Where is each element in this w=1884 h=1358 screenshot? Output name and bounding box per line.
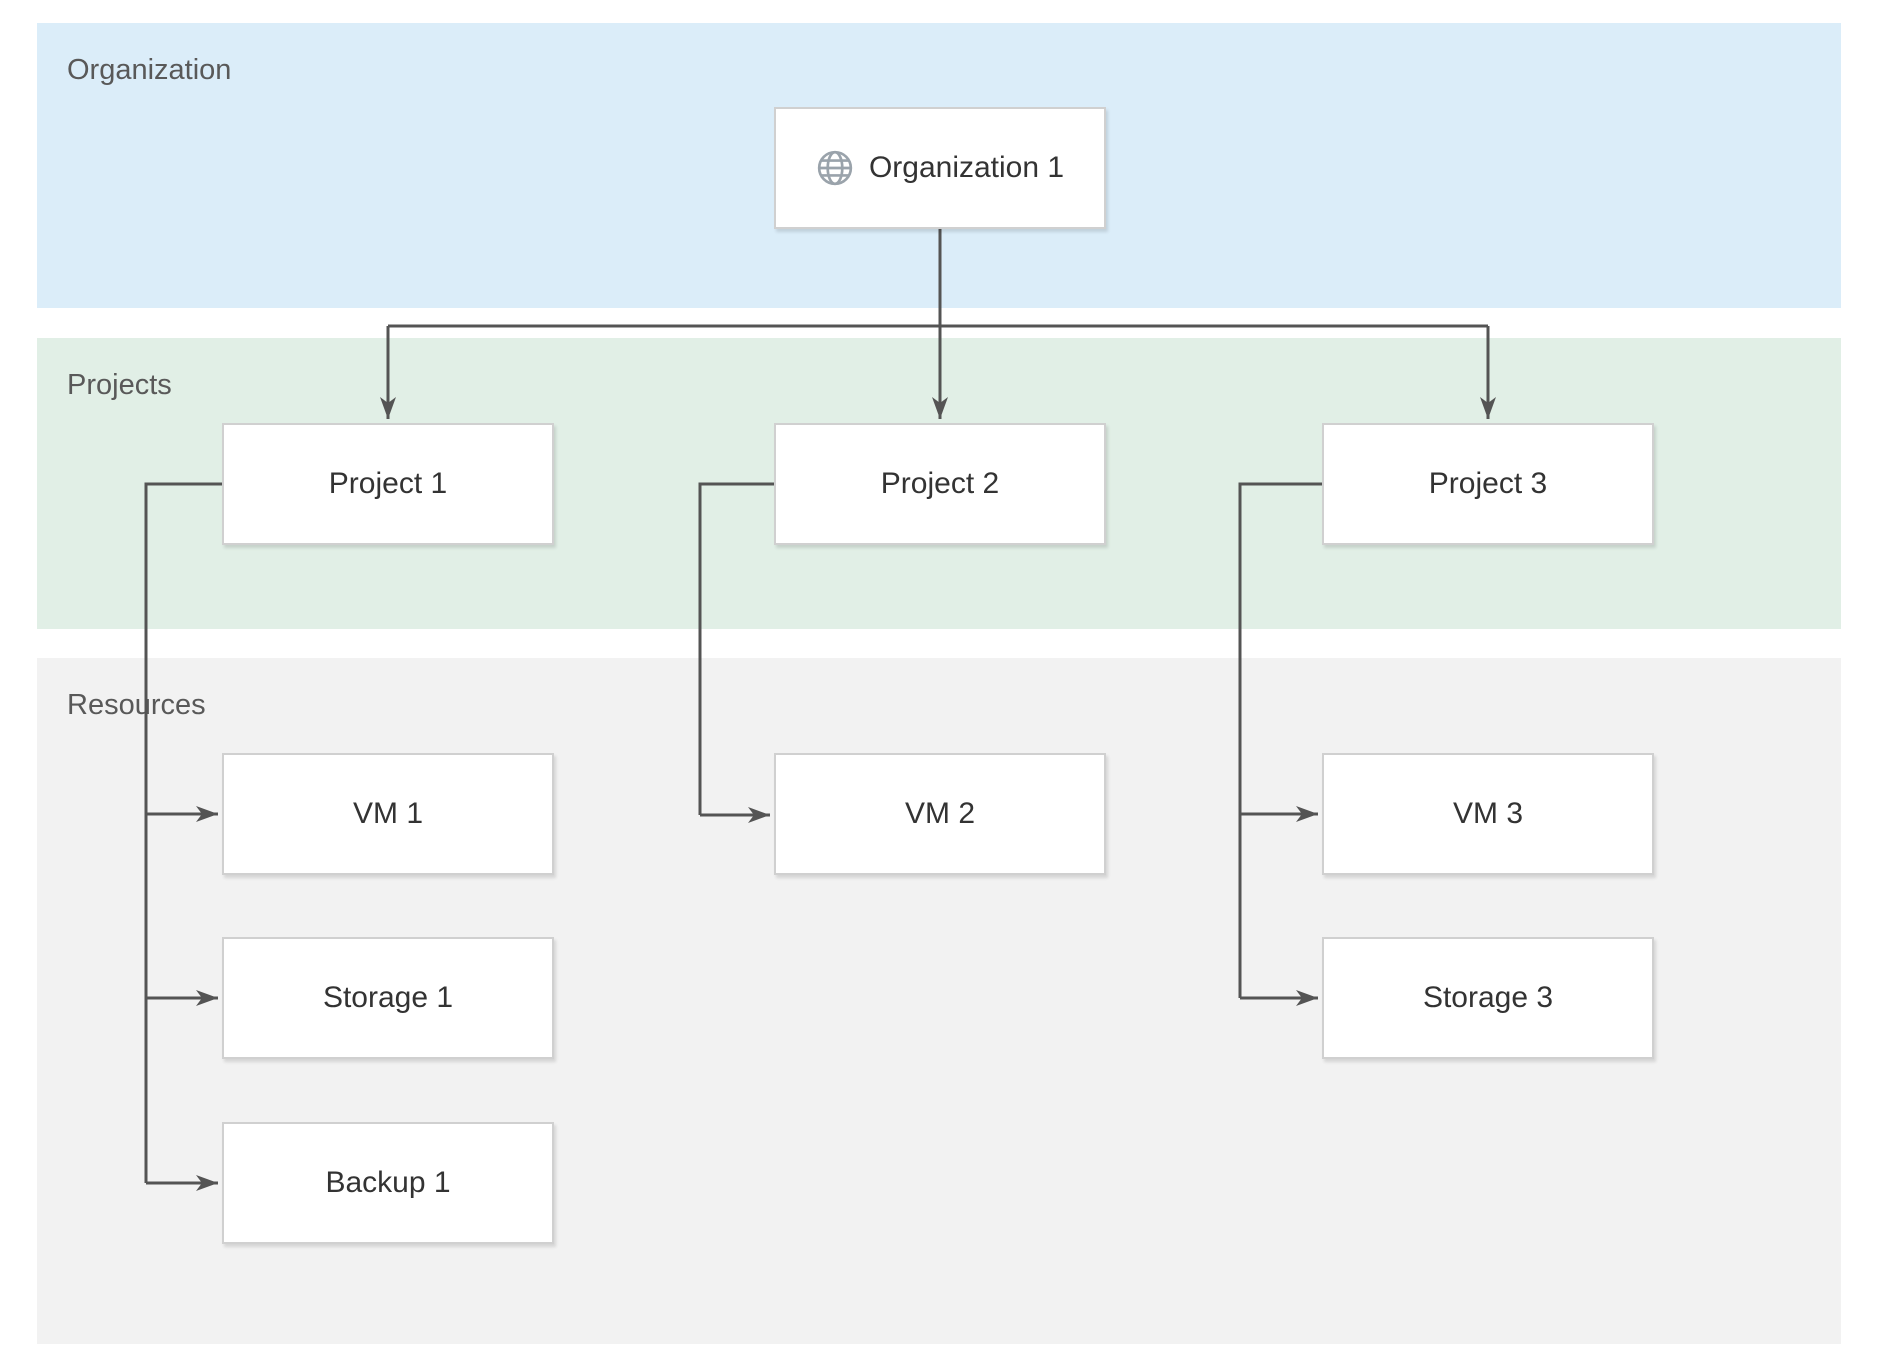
node-label-organization-1: Organization 1 (868, 151, 1065, 184)
node-label-project-3: Project 3 (1428, 467, 1548, 500)
node-storage-3: Storage 3 (1322, 937, 1654, 1059)
node-backup-1: Backup 1 (222, 1122, 554, 1244)
node-label-vm-3: VM 3 (1452, 797, 1524, 830)
node-project-3: Project 3 (1322, 423, 1654, 545)
node-project-2: Project 2 (774, 423, 1106, 545)
node-label-vm-1: VM 1 (352, 797, 424, 830)
band-label-projects: Projects (67, 369, 172, 401)
node-label-backup-1: Backup 1 (325, 1166, 451, 1199)
node-label-vm-2: VM 2 (904, 797, 976, 830)
node-project-1: Project 1 (222, 423, 554, 545)
globe-icon (816, 149, 854, 187)
node-label-storage-1: Storage 1 (322, 981, 454, 1014)
band-label-organization: Organization (67, 54, 232, 86)
node-storage-1: Storage 1 (222, 937, 554, 1059)
node-label-project-1: Project 1 (328, 467, 448, 500)
node-vm-1: VM 1 (222, 753, 554, 875)
node-organization-1: Organization 1 (774, 107, 1106, 229)
node-label-storage-3: Storage 3 (1422, 981, 1554, 1014)
band-label-resources: Resources (67, 689, 206, 721)
node-vm-3: VM 3 (1322, 753, 1654, 875)
node-label-project-2: Project 2 (880, 467, 1000, 500)
node-vm-2: VM 2 (774, 753, 1106, 875)
